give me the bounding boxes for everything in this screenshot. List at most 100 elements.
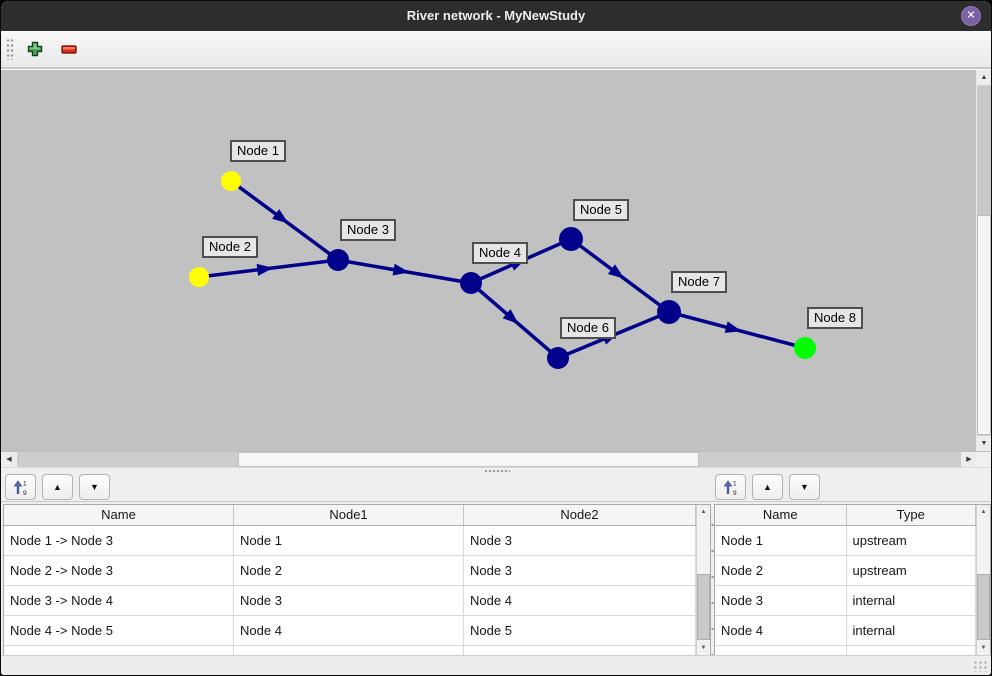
vertical-scroll-thumb[interactable] — [977, 574, 990, 640]
nodes-move-down-button[interactable]: ▼ — [789, 474, 820, 500]
node-label[interactable]: Node 2 — [202, 236, 258, 258]
titlebar[interactable]: River network - MyNewStudy ✕ — [1, 1, 991, 31]
svg-text:9: 9 — [23, 490, 27, 496]
scroll-left-button[interactable]: ◀ — [1, 452, 17, 467]
table-cell: Node 3 — [464, 526, 696, 555]
table-cell — [847, 646, 976, 655]
table-row[interactable] — [4, 646, 696, 655]
table-cell: Node 1 — [715, 526, 847, 555]
table-splitter[interactable] — [711, 504, 714, 656]
network-node[interactable] — [559, 227, 583, 251]
table-cell: Node 1 — [234, 526, 464, 555]
down-triangle-icon: ▼ — [800, 482, 809, 492]
network-node[interactable] — [460, 272, 482, 294]
main-toolbar — [1, 31, 991, 69]
scroll-up-button[interactable]: ▲ — [977, 70, 991, 86]
edge-arrow-icon — [502, 309, 519, 325]
table-cell: Node 5 — [464, 616, 696, 645]
vertical-scroll-thumb[interactable] — [977, 215, 991, 435]
table-cell — [234, 646, 464, 655]
table-cell — [715, 646, 847, 655]
scroll-right-button[interactable]: ▶ — [961, 452, 977, 467]
horizontal-splitter[interactable] — [1, 467, 991, 473]
scrollbar-corner — [977, 452, 991, 467]
node-label[interactable]: Node 3 — [340, 219, 396, 241]
node-label[interactable]: Node 8 — [807, 307, 863, 329]
svg-text:1: 1 — [23, 480, 27, 487]
network-node[interactable] — [547, 347, 569, 369]
edge-arrow-icon — [272, 209, 289, 224]
node-label[interactable]: Node 4 — [472, 242, 528, 264]
links-table-scrollbar[interactable]: ▲ ▼ — [696, 505, 710, 655]
table-cell: internal — [847, 586, 976, 615]
table-cell: Node 3 — [234, 586, 464, 615]
nodes-move-up-button[interactable]: ▲ — [752, 474, 783, 500]
plus-icon — [27, 41, 43, 57]
vertical-scroll-thumb[interactable] — [697, 574, 710, 640]
nodes-sort-button[interactable]: 1 9 — [715, 474, 746, 500]
horizontal-scroll-thumb[interactable] — [238, 452, 699, 467]
svg-text:9: 9 — [733, 490, 737, 496]
node-label[interactable]: Node 6 — [560, 317, 616, 339]
column-header[interactable]: Type — [847, 505, 976, 525]
remove-button[interactable] — [56, 36, 82, 62]
network-node[interactable] — [794, 337, 816, 359]
up-triangle-icon: ▲ — [763, 482, 772, 492]
table-row[interactable] — [715, 646, 976, 655]
column-header[interactable]: Node1 — [234, 505, 464, 525]
links-move-down-button[interactable]: ▼ — [79, 474, 110, 500]
scroll-up-button[interactable]: ▲ — [697, 505, 710, 519]
node-label[interactable]: Node 7 — [671, 271, 727, 293]
column-header[interactable]: Name — [715, 505, 847, 525]
table-cell: Node 2 — [234, 556, 464, 585]
links-sort-button[interactable]: 1 9 — [5, 474, 36, 500]
canvas-vertical-scrollbar[interactable]: ▲ ▼ — [976, 70, 991, 451]
nodes-table-toolbar: 1 9 ▲ ▼ — [715, 474, 820, 500]
canvas-area: Node 1 Node 2 Node 3 Node 4 Node 5 Node 6 Node… — [1, 69, 991, 452]
scroll-down-button[interactable]: ▼ — [977, 435, 991, 451]
splitter-grip-dots — [484, 470, 510, 472]
resize-grip[interactable] — [973, 660, 987, 672]
table-cell: Node 2 — [715, 556, 847, 585]
close-button[interactable]: ✕ — [961, 6, 981, 26]
nodes-table-scrollbar[interactable]: ▲ ▼ — [976, 505, 990, 655]
network-node[interactable] — [189, 267, 209, 287]
table-cell: Node 4 -> Node 5 — [4, 616, 234, 645]
table-cell: upstream — [847, 526, 976, 555]
edge-arrow-icon — [392, 263, 410, 276]
network-node[interactable] — [221, 171, 241, 191]
network-node[interactable] — [327, 249, 349, 271]
scroll-down-button[interactable]: ▼ — [977, 641, 990, 655]
edge-arrow-icon — [724, 321, 742, 333]
edge-arrow-icon — [607, 264, 625, 279]
toolbar-drag-handle[interactable] — [6, 38, 14, 60]
links-move-up-button[interactable]: ▲ — [42, 474, 73, 500]
network-canvas[interactable]: Node 1 Node 2 Node 3 Node 4 Node 5 Node 6 Node… — [1, 70, 976, 452]
sort-ascending-icon: 1 9 — [13, 479, 27, 496]
scroll-down-button[interactable]: ▼ — [697, 641, 710, 655]
add-button[interactable] — [22, 36, 48, 62]
node-label[interactable]: Node 1 — [230, 140, 286, 162]
column-header[interactable]: Name — [4, 505, 234, 525]
table-toolbars: 1 9 ▲ ▼ 1 9 ▲ ▼ — [1, 473, 991, 501]
table-cell — [464, 646, 696, 655]
table-cell: Node 4 — [464, 586, 696, 615]
column-header[interactable]: Node2 — [464, 505, 696, 525]
node-label[interactable]: Node 5 — [573, 199, 629, 221]
scroll-up-button[interactable]: ▲ — [977, 505, 990, 519]
canvas-horizontal-scrollbar[interactable]: ◀ ▶ — [1, 451, 991, 467]
network-node[interactable] — [657, 300, 681, 324]
